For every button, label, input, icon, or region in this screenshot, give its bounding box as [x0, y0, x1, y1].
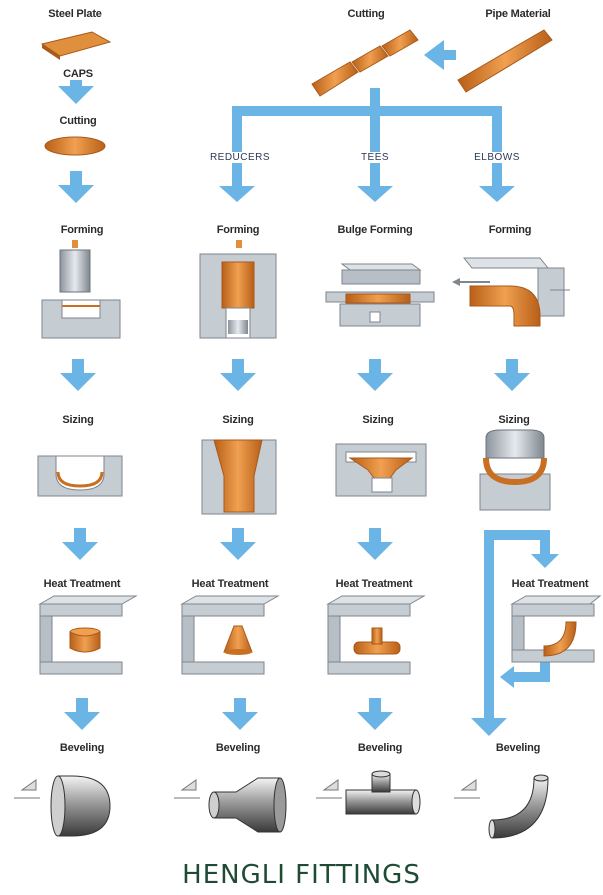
steel-plate-icon: [42, 32, 110, 60]
sizing-label-reducers: Sizing: [222, 414, 253, 426]
caps-forming-machine: [42, 240, 120, 338]
reducers-label: REDUCERS: [207, 152, 273, 163]
forming-label: Forming: [61, 224, 104, 236]
cut-pipe-icon: [312, 30, 418, 96]
arrow-left-icon: [424, 40, 456, 70]
tee-furnace: [328, 596, 424, 674]
caps-furnace: [40, 596, 136, 674]
heat-treatment-label-reducers: Heat Treatment: [192, 578, 269, 590]
forming-label-reducers: Forming: [217, 224, 260, 236]
page-title: HENGLI FITTINGS: [0, 860, 603, 890]
heat-treatment-label: Heat Treatment: [44, 578, 121, 590]
sizing-label-elbows: Sizing: [498, 414, 529, 426]
arrow-caps-1: [58, 171, 94, 203]
bulge-forming-label: Bulge Forming: [337, 224, 412, 236]
elbow-sizing-die: [480, 430, 550, 510]
beveling-label: Beveling: [60, 742, 104, 754]
arrow-to-sizing-1: [220, 359, 256, 391]
finished-tee: [346, 771, 420, 814]
cutting-top-label: Cutting: [347, 8, 384, 20]
caps-sizing-die: [38, 456, 122, 496]
elbow-forming-machine: [452, 258, 570, 326]
pipe-material-icon: [458, 30, 552, 92]
heat-treatment-label-elbows: Heat Treatment: [512, 578, 589, 590]
beveling-label-tees: Beveling: [358, 742, 402, 754]
finished-elbow: [489, 775, 548, 838]
finished-cap: [51, 776, 110, 836]
bulge-forming-machine: [326, 264, 434, 326]
cut-disc-icon: [45, 137, 105, 155]
finished-reducer: [209, 778, 286, 832]
bevel-tool-icon: [316, 780, 342, 798]
arrow-to-heat-2: [357, 528, 393, 560]
reducer-sizing-die: [202, 440, 276, 514]
arrow-to-beveling-1: [222, 698, 258, 730]
distribution-arrows: [219, 88, 515, 202]
caps-label: CAPS: [61, 68, 95, 80]
arrow-to-heat-1: [220, 528, 256, 560]
tee-sizing-die: [336, 444, 426, 496]
cutting-label: Cutting: [59, 115, 96, 127]
elbows-label: ELBOWS: [471, 152, 523, 163]
reducer-furnace: [182, 596, 278, 674]
sizing-label-tees: Sizing: [362, 414, 393, 426]
heat-treatment-label-tees: Heat Treatment: [336, 578, 413, 590]
bevel-tool-icon: [174, 780, 200, 798]
elbow-furnace: [512, 596, 600, 662]
arrow-to-sizing-2: [357, 359, 393, 391]
arrow-to-beveling-2: [357, 698, 393, 730]
tees-label: TEES: [358, 152, 392, 163]
bevel-tool-icon: [454, 780, 480, 798]
arrow-to-sizing: [60, 359, 96, 391]
pipe-material-label: Pipe Material: [485, 8, 550, 20]
steel-plate-label: Steel Plate: [48, 8, 101, 20]
beveling-label-elbows: Beveling: [496, 742, 540, 754]
reducer-forming-machine: [200, 240, 276, 338]
sizing-label: Sizing: [62, 414, 93, 426]
bevel-tool-icon: [14, 780, 40, 798]
forming-label-elbows: Forming: [489, 224, 532, 236]
arrow-to-sizing-3: [494, 359, 530, 391]
arrow-to-beveling: [64, 698, 100, 730]
beveling-label-reducers: Beveling: [216, 742, 260, 754]
arrow-to-heat: [62, 528, 98, 560]
